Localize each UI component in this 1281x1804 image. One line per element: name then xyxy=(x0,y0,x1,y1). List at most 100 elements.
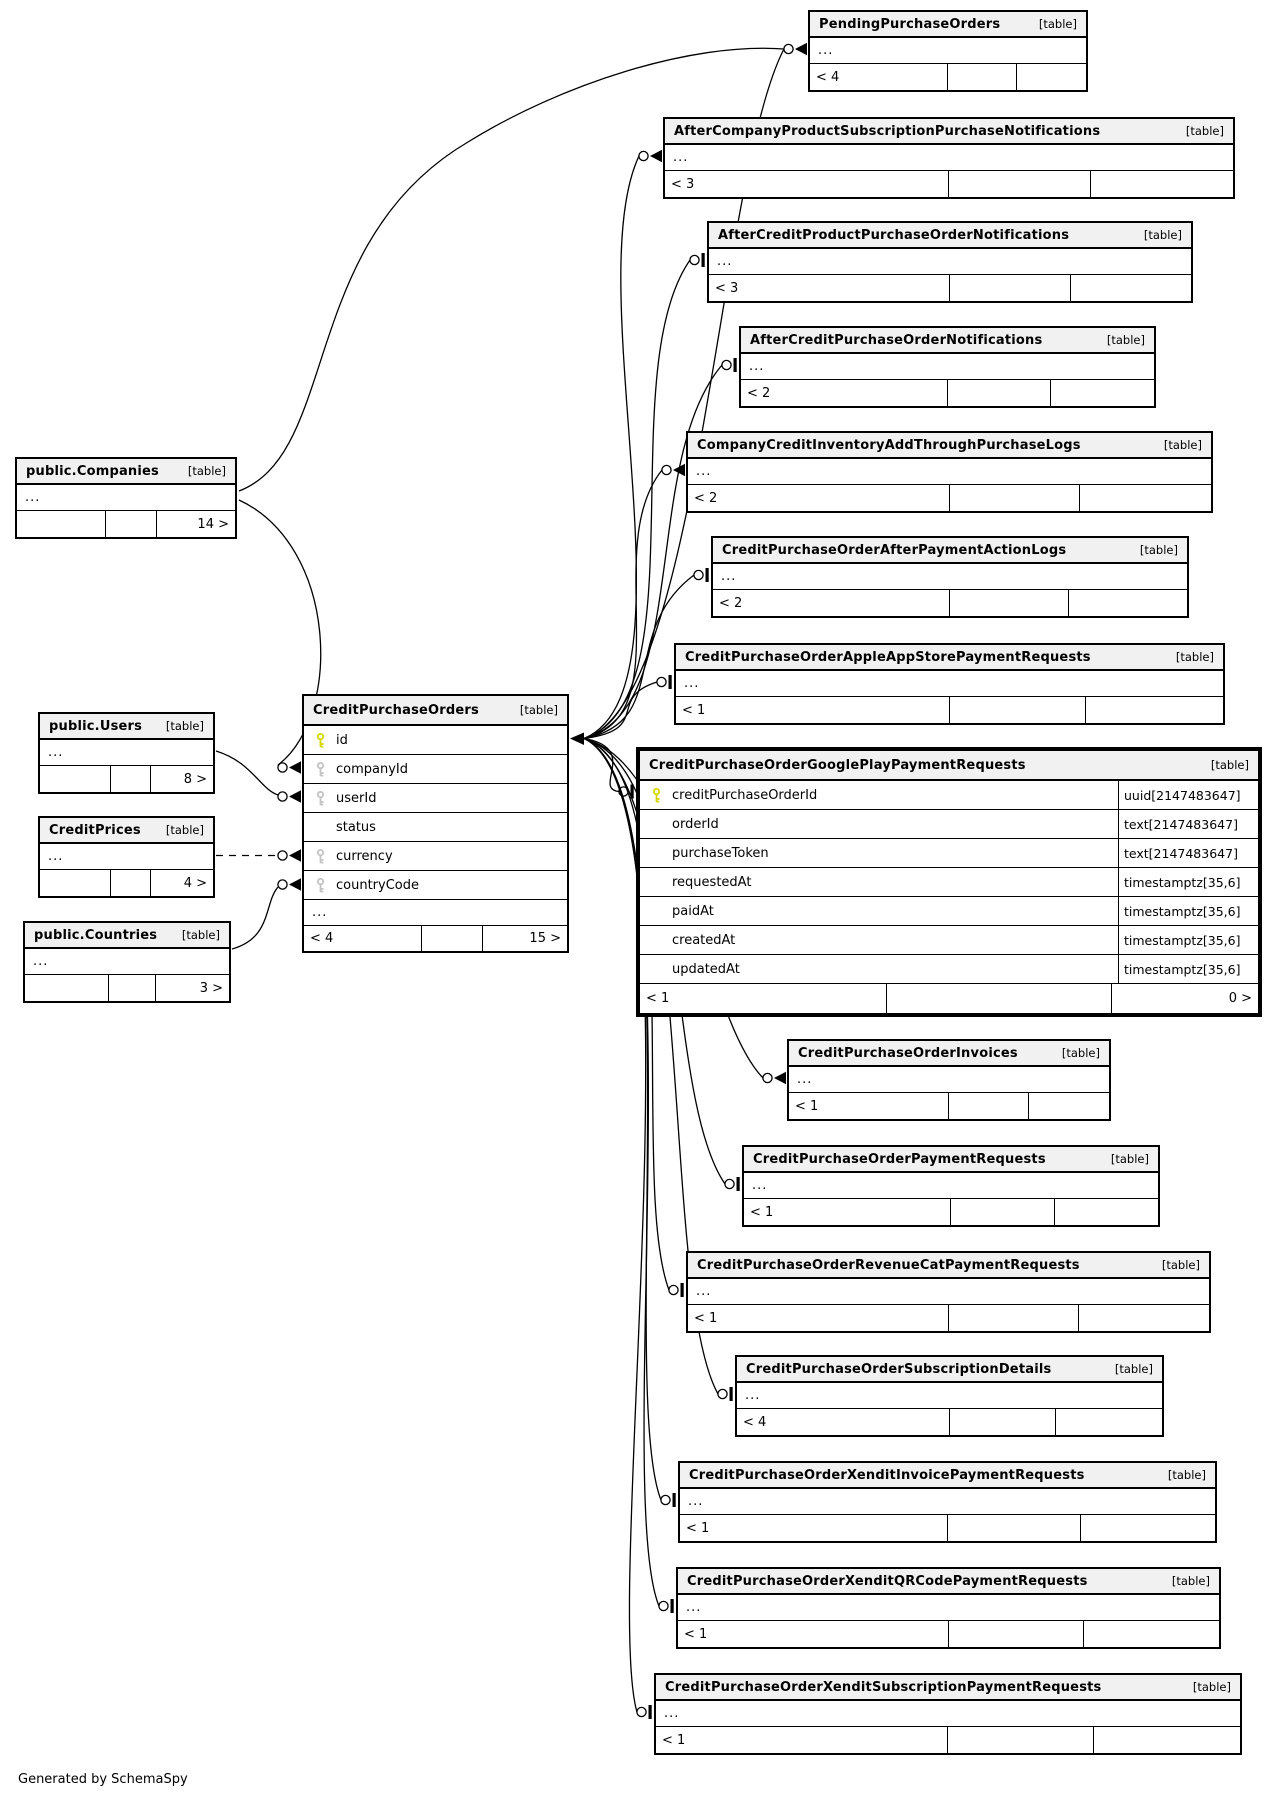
table-header: CreditPurchaseOrderXenditQRCodePaymentRe… xyxy=(678,1569,1219,1595)
more-columns-row: ... xyxy=(40,740,213,766)
column-name: currency xyxy=(336,848,393,864)
table-tag: [table] xyxy=(1114,1362,1153,1376)
table-name-link[interactable]: PendingPurchaseOrders xyxy=(819,16,1001,32)
source-arrow-icon xyxy=(570,732,584,745)
relations-count-row: < 1 xyxy=(680,1515,1215,1541)
table-name-link[interactable]: AfterCreditPurchaseOrderNotifications xyxy=(750,332,1043,348)
table-name-link[interactable]: AfterCreditProductPurchaseOrderNotificat… xyxy=(718,227,1070,243)
column-name: userId xyxy=(336,790,377,806)
table-header: public.Companies[table] xyxy=(17,459,235,485)
table-name-link[interactable]: CreditPurchaseOrderGooglePlayPaymentRequ… xyxy=(649,757,1026,773)
child-count xyxy=(1029,1093,1109,1119)
table-name-link[interactable]: CreditPurchaseOrderRevenueCatPaymentRequ… xyxy=(697,1257,1080,1273)
table-name-link[interactable]: CompanyCreditInventoryAddThroughPurchase… xyxy=(697,437,1081,453)
table-tag: [table] xyxy=(1161,1258,1200,1272)
table-name-link[interactable]: CreditPurchaseOrders xyxy=(313,702,479,718)
column-row-id: id xyxy=(304,726,567,755)
more-columns-row: ... xyxy=(810,38,1086,64)
parent-count: < 4 xyxy=(304,926,423,951)
table-name-link[interactable]: CreditPurchaseOrderXenditSubscriptionPay… xyxy=(665,1679,1102,1695)
table-name-link[interactable]: CreditPurchaseOrderXenditQRCodePaymentRe… xyxy=(687,1573,1088,1589)
more-columns-row: ... xyxy=(741,354,1154,380)
column-name: companyId xyxy=(336,761,409,777)
zero-circle-icon xyxy=(717,1388,728,1400)
table-name-link[interactable]: CreditPurchaseOrderInvoices xyxy=(798,1045,1018,1061)
child-count xyxy=(1017,64,1086,90)
table-name-link[interactable]: public.Users xyxy=(49,718,143,734)
parent-count: < 1 xyxy=(656,1727,948,1753)
table-header: CreditPurchaseOrderXenditInvoicePaymentR… xyxy=(680,1463,1215,1489)
count-spacer-cell xyxy=(949,1305,1079,1331)
table-tag: [table] xyxy=(1106,333,1145,347)
table-CreditPurchaseOrderXenditSubscriptionPaymentRequests: CreditPurchaseOrderXenditSubscriptionPay… xyxy=(654,1673,1242,1755)
table-header: AfterCreditProductPurchaseOrderNotificat… xyxy=(709,223,1191,249)
child-count: 4 > xyxy=(183,875,207,891)
child-count xyxy=(1069,590,1188,616)
more-columns-row: ... xyxy=(680,1489,1215,1515)
table-CreditPurchaseOrderXenditQRCodePaymentRequests: CreditPurchaseOrderXenditQRCodePaymentRe… xyxy=(676,1567,1221,1649)
column-type: text[2147483647] xyxy=(1118,839,1258,867)
table-name-link[interactable]: CreditPurchaseOrderAfterPaymentActionLog… xyxy=(722,542,1067,558)
column-type: timestamptz[35,6] xyxy=(1118,955,1258,983)
table-CreditPurchaseOrderInvoices: CreditPurchaseOrderInvoices[table]...< 1 xyxy=(787,1039,1111,1121)
more-columns-row: ... xyxy=(713,564,1187,590)
table-header: CreditPurchaseOrderRevenueCatPaymentRequ… xyxy=(688,1253,1209,1279)
table-PendingPurchaseOrders: PendingPurchaseOrders[table]...< 4 xyxy=(808,10,1088,92)
parent-count: < 1 xyxy=(640,984,888,1013)
table-name-link[interactable]: CreditPurchaseOrderSubscriptionDetails xyxy=(746,1361,1052,1377)
column-type: timestamptz[35,6] xyxy=(1118,868,1258,896)
foreign-key-icon xyxy=(314,761,336,777)
count-spacer-cell xyxy=(949,171,1091,197)
table-AfterCreditPurchaseOrderNotifications: AfterCreditPurchaseOrderNotifications [ta… xyxy=(739,326,1156,408)
relationship-line xyxy=(583,737,660,1607)
column-row-countryCode: countryCode xyxy=(304,871,567,900)
zero-circle-icon xyxy=(277,791,288,802)
relations-count-row: < 2 xyxy=(741,380,1154,406)
more-columns-row: ... xyxy=(737,1383,1162,1409)
table-name-link[interactable]: public.Countries xyxy=(34,927,158,943)
zero-circle-icon xyxy=(277,762,288,773)
table-header: CreditPurchaseOrderSubscriptionDetails [t… xyxy=(737,1357,1162,1383)
table-name-link[interactable]: AfterCompanyProductSubscriptionPurchaseN… xyxy=(674,123,1101,139)
child-count: 3 > xyxy=(199,980,223,996)
relationship-line xyxy=(583,737,620,793)
one-bar-icon xyxy=(736,1177,740,1191)
table-name-link[interactable]: CreditPurchaseOrderXenditInvoicePaymentR… xyxy=(689,1467,1085,1483)
count-spacer-cell xyxy=(422,926,483,951)
table-name-link[interactable]: CreditPurchaseOrderAppleAppStorePaymentR… xyxy=(685,649,1091,665)
table-tag: [table] xyxy=(1163,438,1202,452)
table-name-link[interactable]: CreditPrices xyxy=(49,822,141,838)
foreign-key-icon xyxy=(314,877,336,893)
child-count xyxy=(1056,1409,1162,1435)
table-name-link[interactable]: public.Companies xyxy=(26,463,159,479)
generated-by-note: Generated by SchemaSpy xyxy=(18,1772,188,1787)
zero-circle-icon xyxy=(658,1600,669,1612)
relations-count-row: < 2 xyxy=(713,590,1187,616)
more-columns-row: ... xyxy=(688,1279,1209,1305)
relationship-line xyxy=(583,469,663,740)
relationship-line xyxy=(583,574,695,740)
child-count xyxy=(1094,1727,1240,1753)
table-tag: [table] xyxy=(165,719,204,733)
crow-foot-arrow-icon xyxy=(289,849,301,862)
crow-foot-arrow-icon xyxy=(289,790,301,803)
parent-count: < 2 xyxy=(713,590,950,616)
primary-key-icon xyxy=(314,732,336,748)
crow-foot-arrow-icon xyxy=(795,42,807,56)
column-type: uuid[2147483647] xyxy=(1118,781,1258,809)
table-tag: [table] xyxy=(1167,1468,1206,1482)
column-type: text[2147483647] xyxy=(1118,810,1258,838)
table-header: CreditPurchaseOrderAppleAppStorePaymentR… xyxy=(676,645,1223,671)
table-CreditPurchaseOrderPaymentRequests: CreditPurchaseOrderPaymentRequests[table… xyxy=(742,1145,1160,1227)
one-bar-icon xyxy=(670,1599,674,1613)
child-count xyxy=(1084,1621,1219,1647)
relations-count-row: < 1 xyxy=(656,1727,1240,1753)
count-spacer-cell xyxy=(948,1515,1082,1541)
table-CreditPurchaseOrderSubscriptionDetails: CreditPurchaseOrderSubscriptionDetails [t… xyxy=(735,1355,1164,1437)
child-count xyxy=(1055,1199,1159,1225)
table-tag: [table] xyxy=(1061,1046,1100,1060)
table-name-link[interactable]: CreditPurchaseOrderPaymentRequests xyxy=(753,1151,1046,1167)
child-count xyxy=(1079,1305,1209,1331)
